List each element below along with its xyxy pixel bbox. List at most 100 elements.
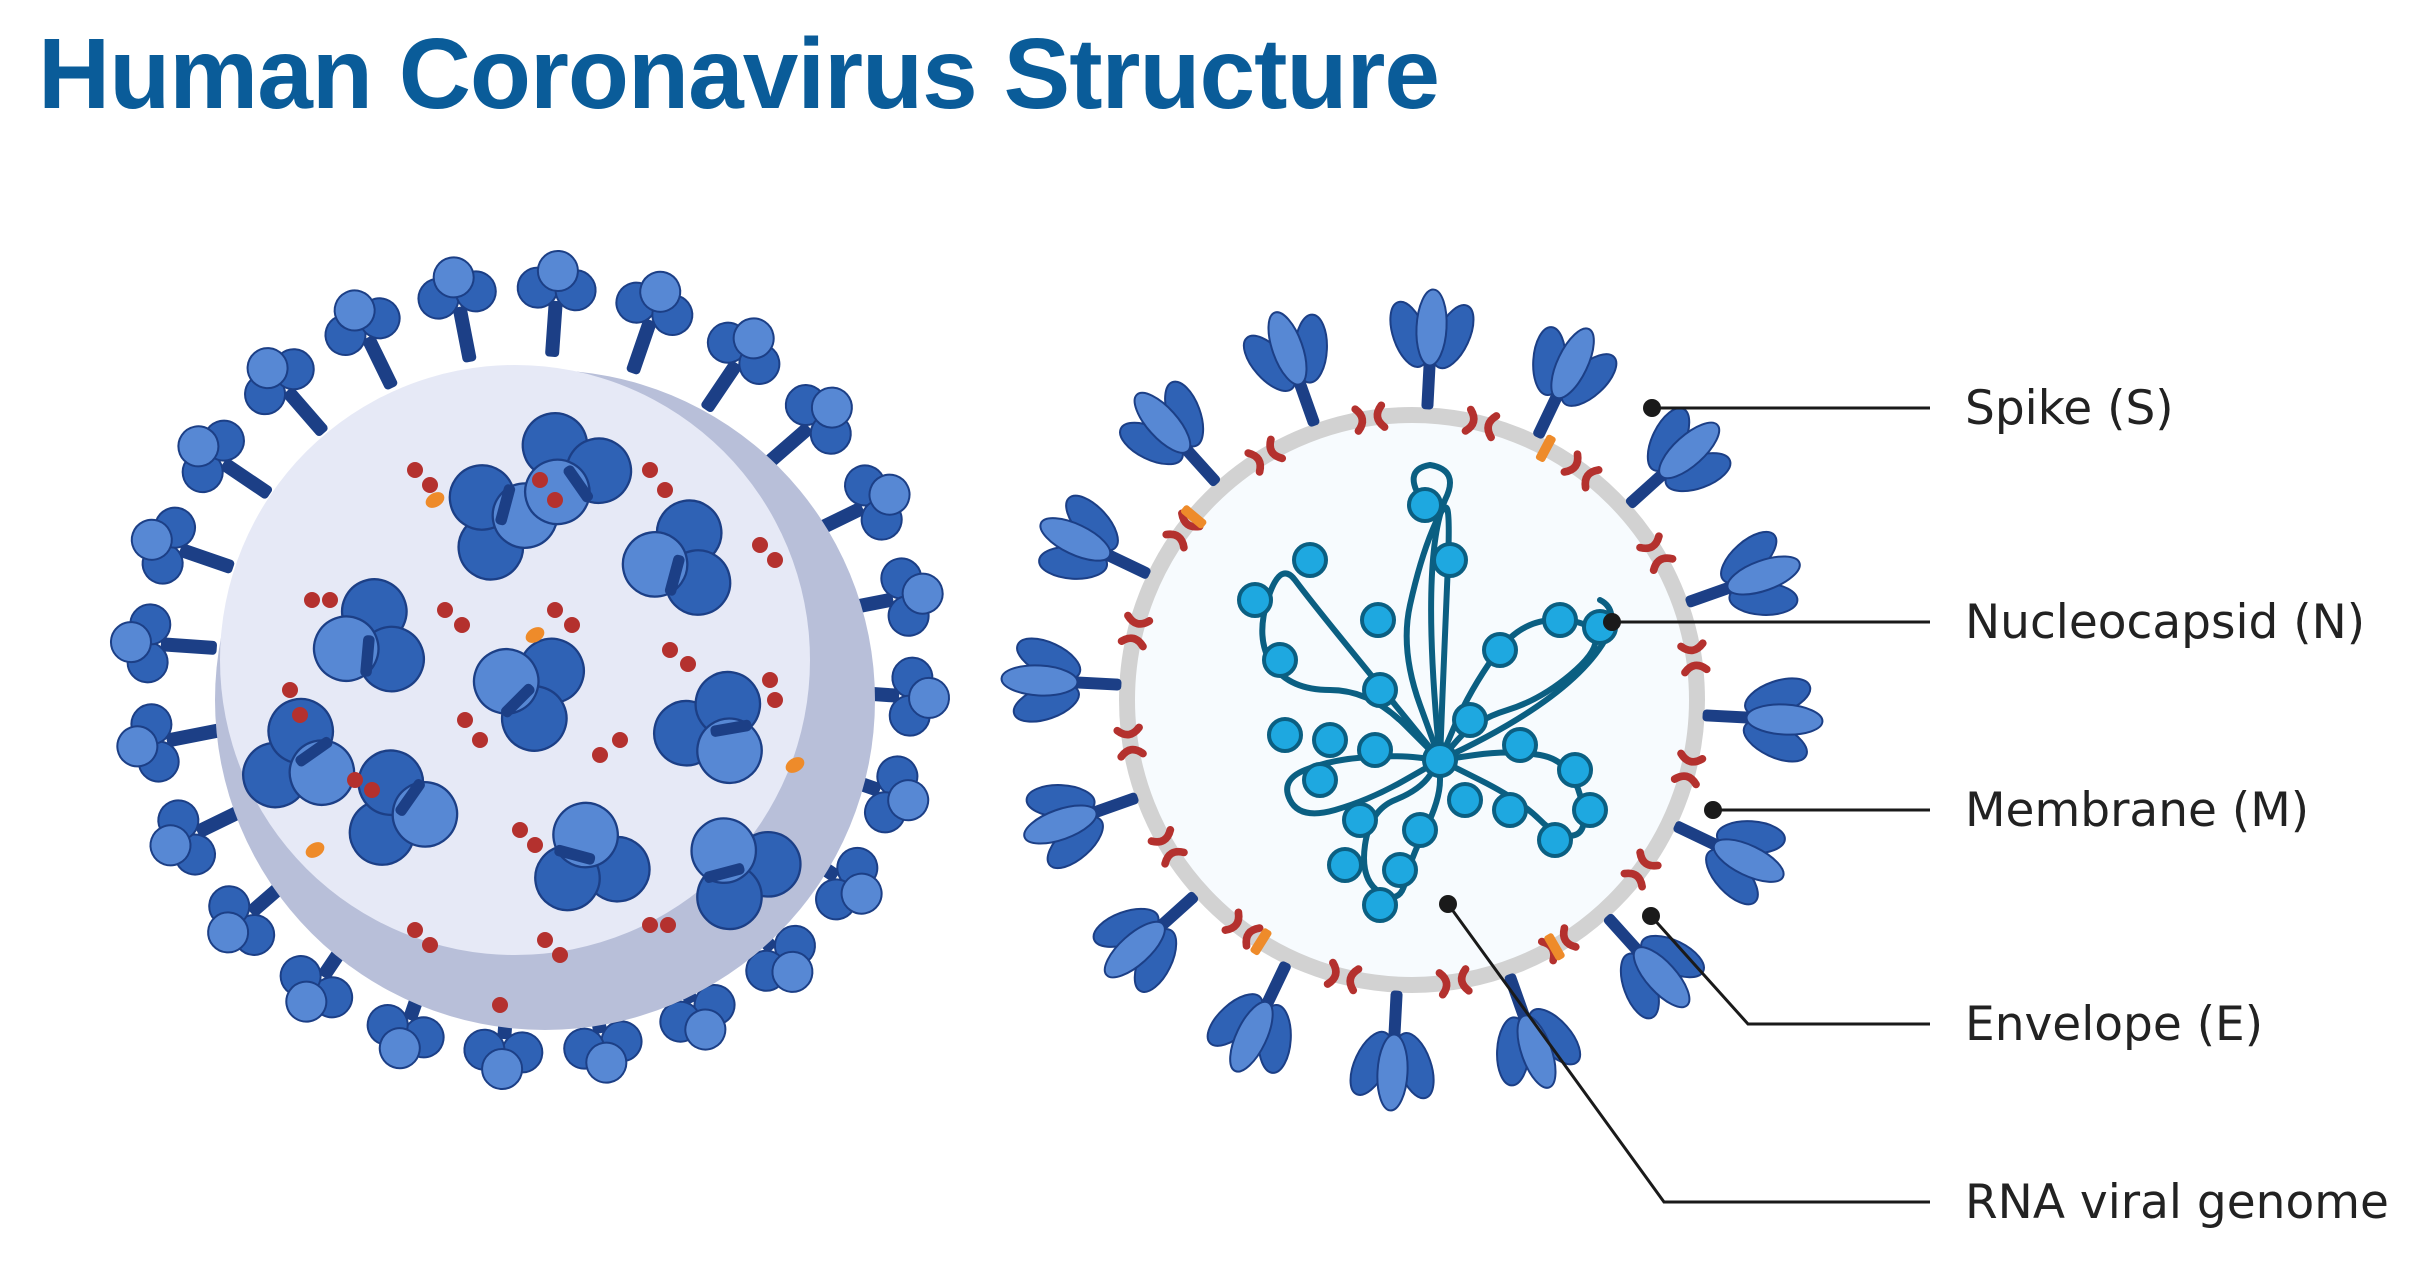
envelope-dot <box>305 842 325 858</box>
leader-rna <box>1439 895 1930 1204</box>
nucleocapsid-bead <box>1407 487 1443 523</box>
nucleocapsid-bead <box>1382 852 1418 888</box>
membrane-dot <box>347 772 363 788</box>
spike-protein <box>997 627 1125 736</box>
membrane-dot <box>282 682 298 698</box>
nucleocapsid-bead <box>1292 542 1328 578</box>
envelope-protein <box>1250 928 1272 956</box>
spike-protein <box>1339 987 1448 1115</box>
spike-protein <box>109 690 231 790</box>
envelope-dot <box>425 492 445 508</box>
spike-protein <box>119 495 247 606</box>
membrane-dot <box>292 707 308 723</box>
membrane-dot <box>422 477 438 493</box>
envelope-protein <box>1535 434 1556 463</box>
membrane-dot <box>322 592 338 608</box>
nucleocapsid-bead <box>1537 822 1573 858</box>
nucleocapsid-bead <box>1327 847 1363 883</box>
label-membrane: Membrane (M) <box>1965 783 2309 838</box>
nucleocapsid-bead <box>1362 672 1398 708</box>
envelope-protein <box>1544 933 1565 961</box>
rna-strand <box>1284 753 1443 817</box>
label-rna: RNA viral genome <box>1965 1175 2389 1230</box>
nucleocapsid-bead <box>1360 602 1396 638</box>
nucleocapsid-bead <box>1557 752 1593 788</box>
virus-cross-section <box>997 285 1827 1115</box>
membrane-dot <box>512 822 528 838</box>
envelope-proteins <box>1180 434 1565 961</box>
page-title: Human Coronavirus Structure <box>38 18 1440 130</box>
nucleocapsid-bead <box>1447 782 1483 818</box>
membrane-dot <box>304 592 320 608</box>
nucleocapsid-bead <box>1452 702 1488 738</box>
nucleocapsid-bead <box>1302 762 1338 798</box>
membrane-dot <box>642 917 658 933</box>
membrane-dot <box>492 997 508 1013</box>
rna-genome-coil <box>1237 461 1618 923</box>
membrane-dot <box>660 917 676 933</box>
membrane-ring <box>1119 407 1705 993</box>
membrane-dot <box>762 672 778 688</box>
label-leaders <box>1439 399 1930 1204</box>
membrane-dot <box>552 947 568 963</box>
membrane-dot <box>527 837 543 853</box>
virus-particle-3d <box>107 247 953 1093</box>
nucleocapsid-bead <box>1492 792 1528 828</box>
nucleocapsid-bead <box>1312 722 1348 758</box>
rna-strand <box>1410 461 1453 763</box>
envelope-dot <box>785 757 805 773</box>
nucleocapsid-bead <box>1237 582 1273 618</box>
spike-protein <box>410 249 510 371</box>
membrane-dot <box>612 732 628 748</box>
membrane-dot <box>454 617 470 633</box>
nucleocapsid-bead <box>1542 602 1578 638</box>
membrane-dot <box>642 462 658 478</box>
envelope-dot <box>525 627 545 643</box>
nucleocapsid-bead <box>1362 887 1398 923</box>
leader-membrane <box>1704 801 1930 819</box>
membrane-dot <box>537 932 553 948</box>
nucleocapsid-bead <box>1502 727 1538 763</box>
membrane-dot <box>662 642 678 658</box>
envelope-protein <box>1180 505 1207 529</box>
nucleocapsid-bead <box>1432 542 1468 578</box>
label-nucleocapsid: Nucleocapsid (N) <box>1965 595 2365 650</box>
membrane-dot <box>657 482 673 498</box>
membrane-dot <box>680 656 696 672</box>
nucleocapsid-bead <box>1482 632 1518 668</box>
nucleocapsid-bead <box>1422 742 1458 778</box>
membrane-dot <box>767 692 783 708</box>
nucleocapsid-bead <box>1402 812 1438 848</box>
membrane-dot <box>472 732 488 748</box>
spike-protein <box>1376 285 1485 413</box>
spike-protein <box>511 247 600 361</box>
membrane-dot <box>592 747 608 763</box>
leader-envelope <box>1642 907 1930 1026</box>
membrane-dot <box>752 537 768 553</box>
membrane-dot <box>437 602 453 618</box>
membrane-dot <box>547 492 563 508</box>
membrane-dot <box>422 937 438 953</box>
membrane-dot <box>564 617 580 633</box>
membrane-dot <box>407 922 423 938</box>
membrane-dot <box>364 782 380 798</box>
label-spike: Spike (S) <box>1965 381 2174 436</box>
membrane-dot <box>457 712 473 728</box>
leader-spike <box>1643 399 1930 417</box>
leader-nucleocapsid <box>1603 613 1930 631</box>
nucleocapsid-bead <box>1572 792 1608 828</box>
membrane-proteins-surface <box>282 462 805 1013</box>
spike-protein <box>107 600 221 689</box>
nucleocapsid-bead <box>1267 717 1303 753</box>
spike-protein <box>1699 664 1827 773</box>
nucleocapsid-bead <box>1262 642 1298 678</box>
membrane-dot <box>767 552 783 568</box>
spike-protein <box>594 259 705 387</box>
membrane-dot <box>532 472 548 488</box>
nucleocapsid-bead <box>1342 802 1378 838</box>
nucleocapsid-bead <box>1357 732 1393 768</box>
membrane-dot <box>407 462 423 478</box>
label-envelope: Envelope (E) <box>1965 997 2263 1052</box>
membrane-dot <box>547 602 563 618</box>
